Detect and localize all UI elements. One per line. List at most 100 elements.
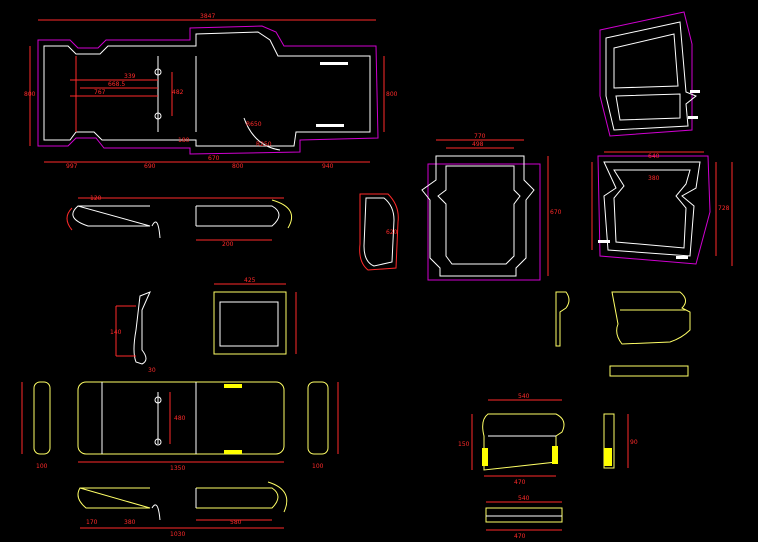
cushion-right-outline — [611, 291, 691, 345]
dim-30: 30 — [148, 367, 156, 374]
right-mid-panel-offset — [597, 155, 711, 265]
cushion-right-base — [609, 365, 689, 377]
right-panel-dimensions — [591, 151, 733, 266]
cushion-box-view — [213, 283, 297, 355]
bottom-main-outline — [77, 381, 285, 455]
dim-767: 767 — [94, 89, 106, 96]
dim-170: 170 — [86, 519, 98, 526]
dim-370: 380 — [124, 519, 136, 526]
width-470-label: 470 — [514, 479, 526, 486]
bottom-side-hook — [151, 504, 161, 521]
main-plan-slot-mark — [316, 124, 344, 127]
width-498-label: 498 — [472, 141, 484, 148]
dim-620: 620 — [386, 229, 398, 236]
bottom-left-cap — [33, 381, 51, 455]
bottom-main-hole — [154, 438, 162, 446]
height-670-label: 670 — [550, 209, 562, 216]
dim-339: 339 — [124, 73, 136, 80]
armrest-side — [603, 413, 629, 469]
panel-mark — [598, 240, 610, 243]
radius-650-label: R650 — [246, 121, 262, 128]
dim-200: 200 — [222, 241, 234, 248]
bottom-right-cap — [307, 381, 329, 455]
bottom-side-outline — [77, 487, 279, 509]
side-part-dimensions — [78, 197, 284, 241]
side-part-hook — [151, 221, 161, 239]
main-plan-dimensions — [29, 19, 385, 163]
armrest-fill-mark — [552, 446, 558, 464]
bottom-940: 940 — [322, 163, 334, 170]
side-part-outline — [72, 205, 280, 227]
side-part-left — [66, 199, 292, 239]
side-profile-offset — [359, 193, 399, 271]
dim-180: 180 — [178, 137, 190, 144]
bottom-main-hole — [154, 396, 162, 404]
height-728-label: 728 — [718, 205, 730, 212]
side-part-arc — [66, 207, 73, 231]
radius-250-label: R250 — [256, 141, 272, 148]
dim-140: 140 — [110, 329, 122, 336]
dim-425: 425 — [244, 277, 256, 284]
square-frame-dimensions — [436, 139, 549, 276]
armrest-outline — [482, 413, 565, 471]
bottom-690: 690 — [144, 163, 156, 170]
small-bracket-outline — [555, 291, 570, 347]
dim-482: 482 — [172, 89, 184, 96]
bottom-fill-mark — [224, 450, 242, 454]
main-plan-slot-mark — [320, 62, 348, 65]
main-plan-hole — [154, 112, 162, 120]
dim-480: 480 — [174, 415, 186, 422]
dim-380: 380 — [648, 175, 660, 182]
right-top-panel-outline — [605, 21, 697, 131]
cushion-side-view — [115, 291, 151, 365]
dim-100-left: 100 — [36, 463, 48, 470]
armrest-side-mark — [604, 448, 612, 466]
right-top-panel-offset — [599, 11, 693, 137]
armrest-bottom-outline — [485, 507, 563, 523]
dim-150: 150 — [458, 441, 470, 448]
bottom-670: 670 — [208, 155, 220, 162]
right-mid-panel-outline — [603, 161, 701, 257]
dim-668: 668.5 — [108, 81, 125, 88]
square-frame — [421, 155, 541, 281]
dim-100-right: 100 — [312, 463, 324, 470]
right-top-panel-inner — [613, 33, 681, 121]
width-470-bottom-label: 470 — [514, 533, 526, 540]
bottom-fill-mark — [224, 384, 242, 388]
right-height-label: 800 — [386, 91, 398, 98]
dim-640: 640 — [648, 153, 660, 160]
small-bracket — [555, 291, 570, 347]
dim-120: 120 — [90, 195, 102, 202]
cushion-side-outline — [133, 291, 151, 365]
left-height-label: 800 — [24, 91, 36, 98]
cushion-box-outer — [213, 291, 287, 355]
width-540-bottom-label: 540 — [518, 495, 530, 502]
dim-580: 580 — [230, 519, 242, 526]
panel-mark — [688, 116, 698, 119]
main-plan-hole — [154, 68, 162, 76]
main-plan-offset — [37, 25, 379, 155]
top-width-label: 3847 — [200, 13, 215, 20]
width-540-label: 540 — [518, 393, 530, 400]
bottom-side-curve — [267, 481, 288, 513]
side-profile — [359, 193, 399, 271]
width-1030-label: 1030 — [170, 531, 185, 538]
right-mid-panel — [597, 155, 711, 265]
main-plan-arc — [243, 117, 281, 151]
main-plan-outline — [43, 31, 371, 147]
panel-mark — [676, 256, 688, 259]
dim-90: 90 — [630, 439, 638, 446]
bottom-side-part — [77, 481, 288, 529]
bottom-800: 800 — [232, 163, 244, 170]
right-mid-panel-inner — [613, 169, 691, 249]
armrest-bottom — [485, 501, 563, 531]
side-profile-outline — [363, 197, 395, 267]
armrest-view — [471, 399, 565, 477]
panel-mark — [690, 90, 700, 93]
square-frame-offset — [427, 163, 541, 281]
main-plan-view — [37, 25, 379, 155]
cushion-right — [609, 291, 691, 377]
armrest-fill-mark — [482, 448, 488, 466]
width-770-label: 770 — [474, 133, 486, 140]
